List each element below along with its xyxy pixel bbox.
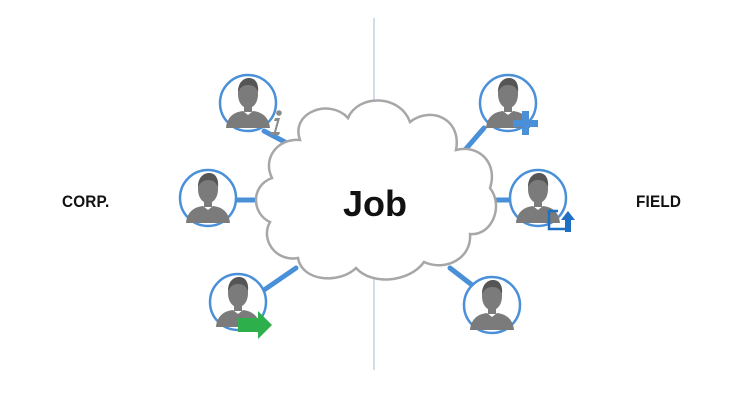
corp-label: CORP. [62,192,110,211]
field-plain-node [462,275,522,335]
field-add-node [478,73,538,135]
corp-info-node [218,73,282,135]
connector-corp-forward [261,265,299,293]
field-upload-node [508,168,575,232]
job-cloud [254,99,498,281]
connectors [234,125,513,293]
info-icon [270,110,282,135]
corp-forward-node [208,272,272,339]
field-label: FIELD [636,192,682,211]
arrow-right-icon [238,311,272,339]
plus-icon [513,111,538,135]
corp-plain-node [178,168,238,228]
job-label: Job [343,183,407,224]
connector-field-plain [447,265,475,288]
upload-icon [547,209,575,232]
